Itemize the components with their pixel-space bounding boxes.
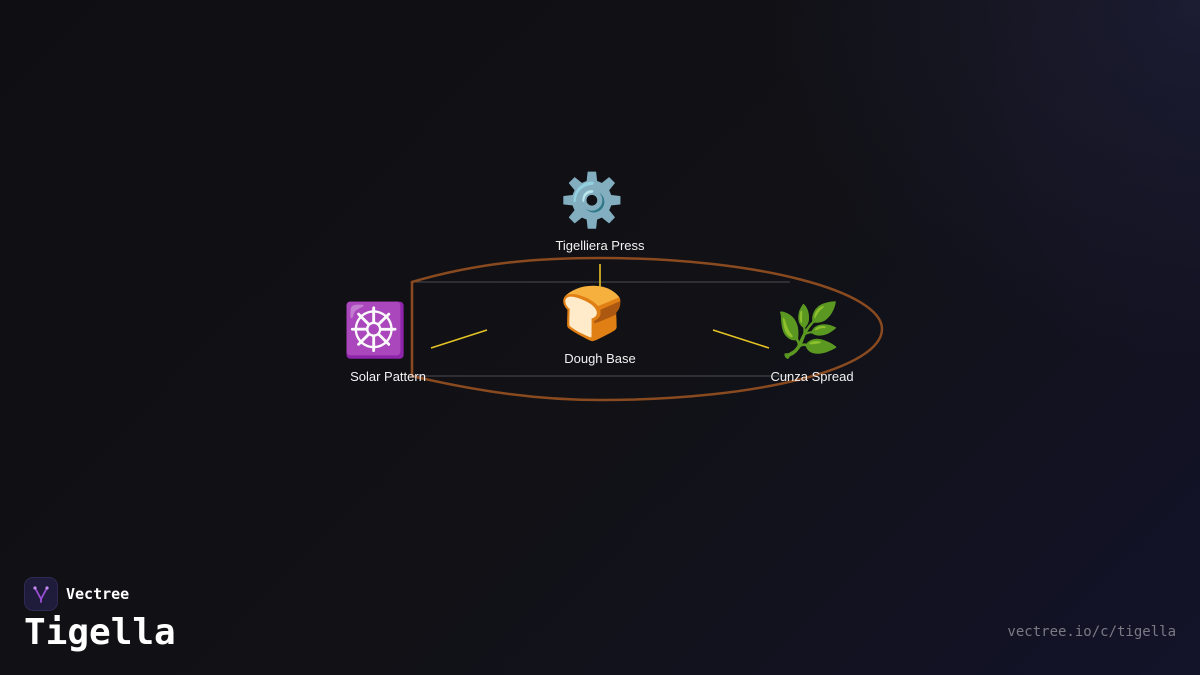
page-url[interactable]: vectree.io/c/tigella [1007,624,1176,640]
dharma-wheel-icon[interactable]: ☸️ [342,301,408,361]
brand: Vectree [24,577,129,611]
vectree-fork-icon [33,586,49,603]
node-label-dough-base: Dough Base [564,351,636,366]
gear-icon[interactable]: ⚙️ [559,171,625,231]
node-label-tigelliera-press: Tigelliera Press [555,238,645,253]
brand-name: Vectree [66,585,130,603]
herb-icon[interactable]: 🌿 [775,301,841,361]
connector-center-right [712,329,770,349]
bread-icon[interactable]: 🍞 [559,284,625,344]
connector-left-center [430,329,488,349]
node-label-solar-pattern: Solar Pattern [350,369,426,384]
vectree-logo[interactable] [24,577,58,611]
node-label-cunza-spread: Cunza Spread [770,369,854,384]
page-title: Tigella [24,612,176,653]
tigella-ring [410,256,884,402]
